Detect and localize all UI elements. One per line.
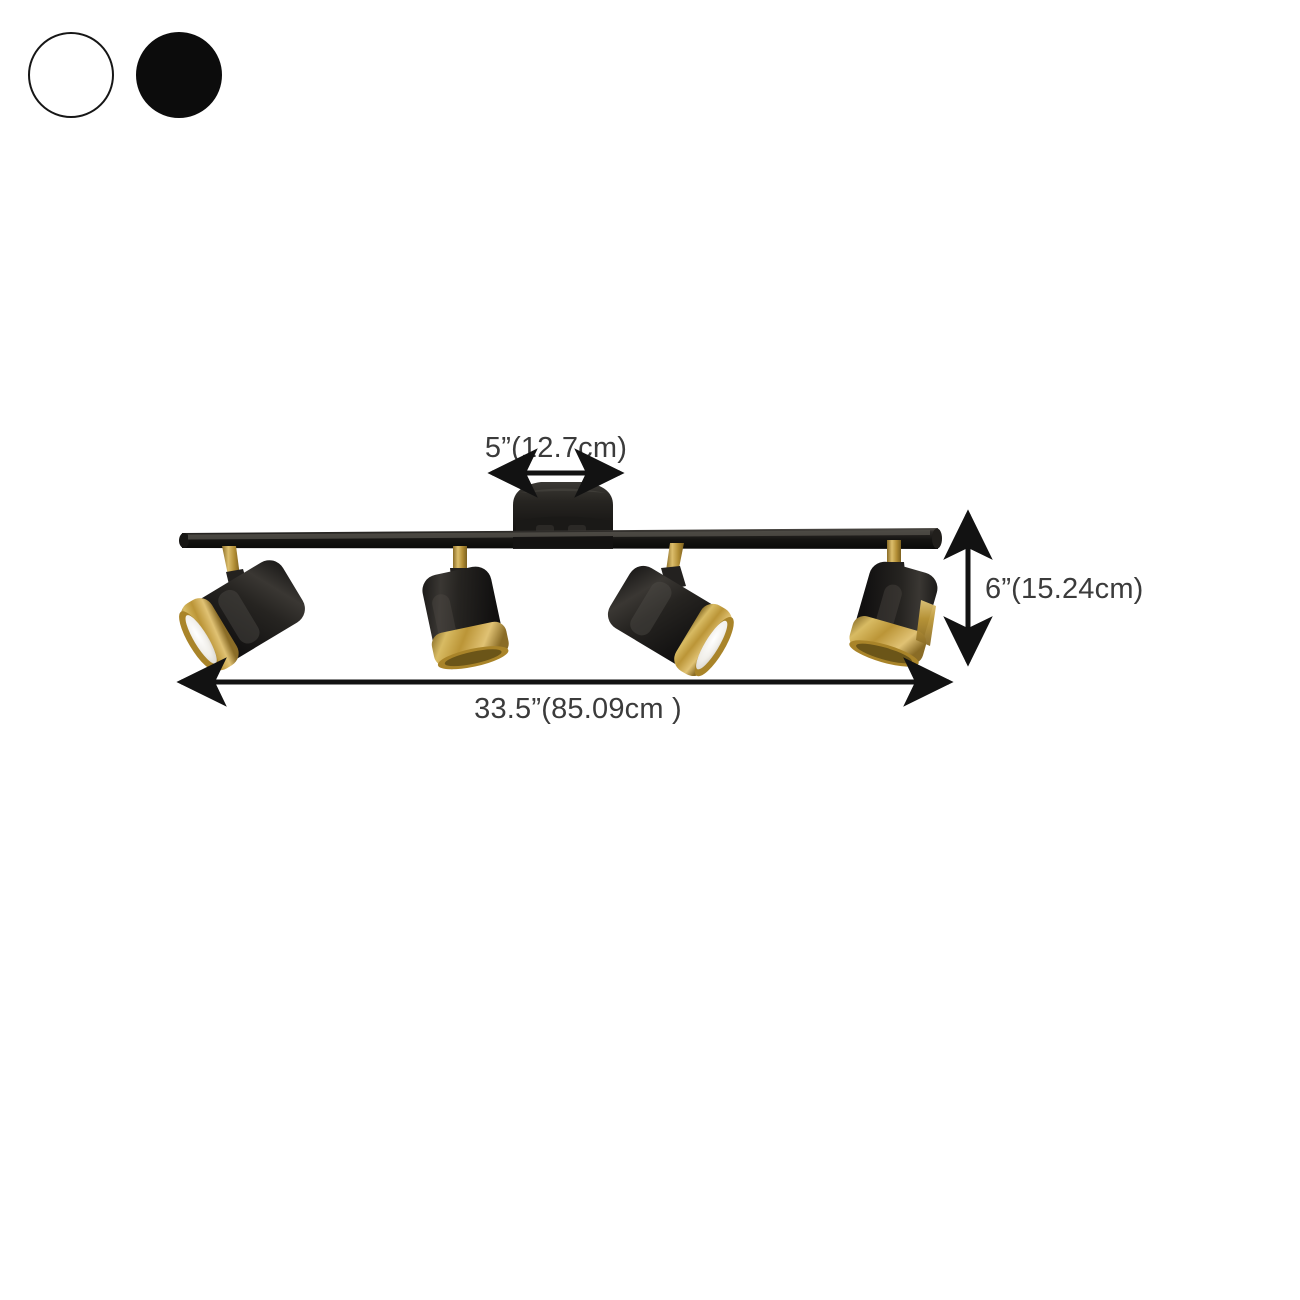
dimension-fixture-height: 6”(15.24cm) <box>943 509 1144 667</box>
track-bar <box>179 528 942 549</box>
color-swatch-group <box>28 32 222 118</box>
head-2-stem <box>453 546 467 574</box>
dimension-canopy-width: 5”(12.7cm) <box>485 432 627 498</box>
dimension-fixture-length: 33.5”(85.09cm ) <box>176 657 954 725</box>
head-1-gold-ring <box>180 598 239 671</box>
dimension-fixture-length-label: 33.5”(85.09cm ) <box>474 693 682 725</box>
head-3-lens <box>696 620 728 670</box>
dimension-canopy-width-label: 5”(12.7cm) <box>485 432 627 464</box>
head-4-gold-side-tab <box>916 600 936 646</box>
spotlight-head-3[interactable] <box>600 543 742 684</box>
head-3-stem <box>666 543 684 573</box>
spotlight-head-2[interactable] <box>417 546 512 674</box>
dimension-fixture-height-label: 6”(15.24cm) <box>985 573 1144 605</box>
head-1-lens <box>185 615 217 664</box>
head-4-stem <box>887 540 901 568</box>
black-swatch[interactable] <box>136 32 222 118</box>
bar-highlight <box>188 530 930 540</box>
spotlight-head-4[interactable] <box>845 540 945 673</box>
white-swatch[interactable] <box>28 32 114 118</box>
spotlight-head-1[interactable] <box>170 546 312 679</box>
